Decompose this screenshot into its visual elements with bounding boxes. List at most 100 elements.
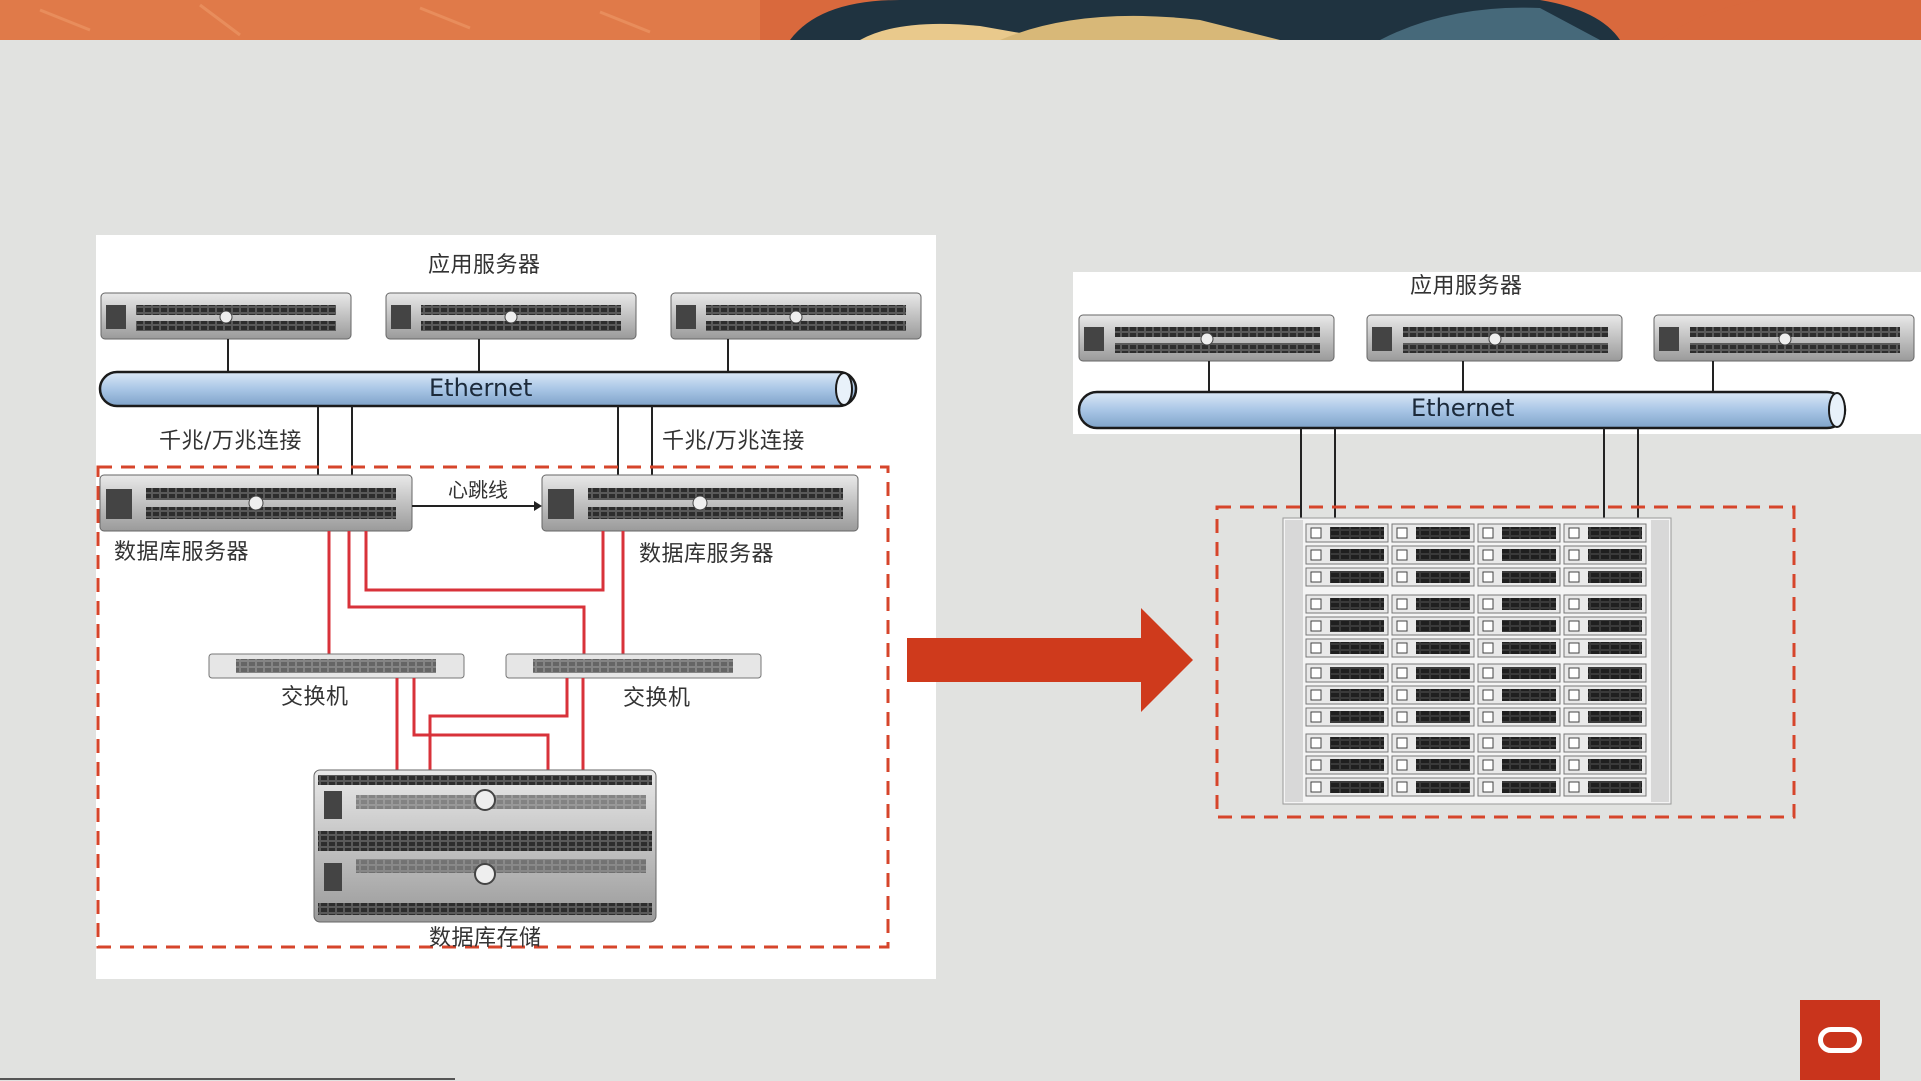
db-storage-label: 数据库存储 xyxy=(429,928,542,950)
drive-vent xyxy=(1416,759,1470,771)
drive-vent xyxy=(1502,549,1556,561)
drive-vent xyxy=(1502,571,1556,583)
drive-handle xyxy=(1569,550,1579,560)
drive-handle xyxy=(1397,599,1407,609)
drive-vent xyxy=(1330,598,1384,610)
drive-handle xyxy=(1569,760,1579,770)
db-server-right xyxy=(542,475,858,531)
drive-handle xyxy=(1483,668,1493,678)
drive-vent xyxy=(1416,711,1470,723)
drive-vent xyxy=(1416,549,1470,561)
switch-left-label: 交换机 xyxy=(281,687,349,709)
drive-vent xyxy=(1330,620,1384,632)
drive-vent xyxy=(1588,642,1642,654)
drive-vent xyxy=(1588,571,1642,583)
drive-vent xyxy=(1502,711,1556,723)
drive-handle xyxy=(1397,760,1407,770)
db-server-right-label: 数据库服务器 xyxy=(639,544,774,566)
drive-vent xyxy=(1588,667,1642,679)
right-app-server-1 xyxy=(1079,315,1334,361)
left-link-label: 千兆/万兆连接 xyxy=(159,431,302,453)
drive-vent xyxy=(1330,667,1384,679)
top-banner xyxy=(0,0,1921,40)
drive-handle xyxy=(1397,712,1407,722)
drive-handle xyxy=(1311,782,1321,792)
left-diagram-graphics xyxy=(96,235,936,979)
drive-vent xyxy=(1330,781,1384,793)
drive-vent xyxy=(1502,667,1556,679)
drive-handle xyxy=(1397,572,1407,582)
drive-vent xyxy=(1588,689,1642,701)
drive-vent xyxy=(1330,689,1384,701)
drive-handle xyxy=(1311,712,1321,722)
drive-vent xyxy=(1416,571,1470,583)
app-server-2 xyxy=(386,293,636,339)
drive-handle xyxy=(1569,572,1579,582)
left-app-servers-label: 应用服务器 xyxy=(428,255,541,277)
drive-vent xyxy=(1588,781,1642,793)
heartbeat-label: 心跳线 xyxy=(448,480,508,500)
drive-vent xyxy=(1330,759,1384,771)
app-server-1 xyxy=(101,293,351,339)
bottom-progress-line xyxy=(0,1078,455,1080)
right-arrow-icon xyxy=(905,605,1195,715)
drive-vent xyxy=(1588,711,1642,723)
drive-handle xyxy=(1569,690,1579,700)
drive-handle xyxy=(1569,712,1579,722)
drive-handle xyxy=(1397,690,1407,700)
drive-vent xyxy=(1330,737,1384,749)
logo-ring xyxy=(1818,1027,1862,1053)
consolidated-app-tier-panel: 应用服务器 Ethernet xyxy=(1073,272,1921,434)
drive-handle xyxy=(1569,621,1579,631)
drive-handle xyxy=(1397,643,1407,653)
switch-right xyxy=(506,654,761,678)
drive-vent xyxy=(1502,759,1556,771)
drive-vent xyxy=(1502,781,1556,793)
drive-vent xyxy=(1416,689,1470,701)
drive-vent xyxy=(1330,642,1384,654)
drive-handle xyxy=(1569,528,1579,538)
drive-vent xyxy=(1588,598,1642,610)
engineered-system-graphics xyxy=(1200,428,1820,828)
right-link-label: 千兆/万兆连接 xyxy=(662,431,805,453)
drive-handle xyxy=(1483,550,1493,560)
drive-vent xyxy=(1502,642,1556,654)
drive-vent xyxy=(1416,781,1470,793)
drive-handle xyxy=(1311,668,1321,678)
oracle-logo-icon xyxy=(1800,1000,1880,1080)
app-server-links xyxy=(228,339,728,372)
db-storage-array xyxy=(314,770,656,922)
drive-handle xyxy=(1311,599,1321,609)
drive-handle xyxy=(1483,528,1493,538)
drive-handle xyxy=(1569,599,1579,609)
drive-vent xyxy=(1330,549,1384,561)
drive-vent xyxy=(1588,549,1642,561)
drive-handle xyxy=(1569,738,1579,748)
drive-handle xyxy=(1483,760,1493,770)
left-ethernet-label: Ethernet xyxy=(429,376,532,400)
drive-vent xyxy=(1330,571,1384,583)
drive-handle xyxy=(1397,738,1407,748)
drive-vent xyxy=(1416,667,1470,679)
drive-vent xyxy=(1588,620,1642,632)
fc-cables-lower xyxy=(397,678,583,772)
drive-vent xyxy=(1416,642,1470,654)
drive-handle xyxy=(1483,572,1493,582)
drive-handle xyxy=(1397,621,1407,631)
drive-handle xyxy=(1483,643,1493,653)
drive-handle xyxy=(1483,599,1493,609)
right-app-server-links xyxy=(1209,361,1713,392)
right-app-server-2 xyxy=(1367,315,1622,361)
right-app-server-3 xyxy=(1654,315,1914,361)
drive-handle xyxy=(1311,528,1321,538)
drive-vent xyxy=(1502,737,1556,749)
drive-handle xyxy=(1311,643,1321,653)
drive-vent xyxy=(1588,737,1642,749)
drive-handle xyxy=(1397,782,1407,792)
drive-vent xyxy=(1502,527,1556,539)
switch-left xyxy=(209,654,464,678)
drive-handle xyxy=(1397,550,1407,560)
drive-handle xyxy=(1311,760,1321,770)
drive-vent xyxy=(1502,598,1556,610)
drive-handle xyxy=(1397,528,1407,538)
